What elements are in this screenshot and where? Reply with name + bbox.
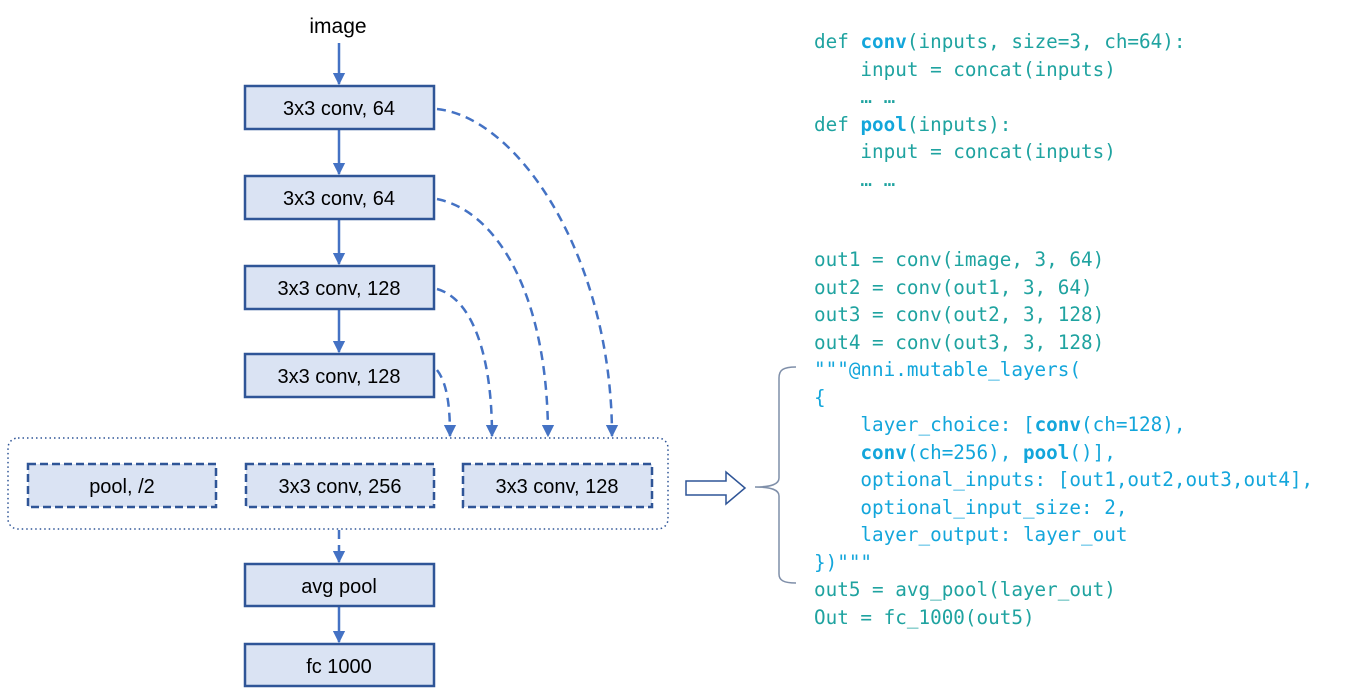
code-token: optional_input_size: 2, [814, 495, 1128, 519]
conv-block-3-label: 3x3 conv, 128 [277, 278, 400, 300]
code-model-definition: out1 = conv(image, 3, 64) out2 = conv(out… [814, 246, 1313, 631]
code-token: Out = fc_1000(out5) [814, 605, 1035, 629]
skip-arrow-conv2 [436, 197, 555, 438]
avg-pool-label: avg pool [301, 576, 377, 598]
code-token: (inputs, size=3, ch=64): [906, 30, 1186, 53]
choice-block-conv128: 3x3 conv, 128 [461, 462, 654, 509]
code-token: input = concat(inputs) [814, 57, 1116, 81]
skip-arrows [332, 107, 619, 564]
code-token: layer_output: layer_out [814, 523, 1128, 546]
code-function-defs: def conv(inputs, size=3, ch=64): input =… [814, 28, 1185, 193]
conv-block-4: 3x3 conv, 128 [243, 352, 436, 399]
code-token: … … [814, 85, 896, 108]
code-line: input = concat(inputs) [814, 138, 1185, 166]
conv-block-3: 3x3 conv, 128 [243, 264, 436, 311]
code-keyword: conv [1034, 413, 1081, 436]
layer-choice-container [7, 437, 669, 530]
choice-block-pool: pool, /2 [26, 462, 218, 509]
code-line: optional_inputs: [out1,out2,out3,out4], [814, 466, 1313, 494]
code-keyword: conv [860, 30, 907, 53]
code-token: input = concat(inputs) [814, 140, 1116, 163]
choice-block-conv256-label: 3x3 conv, 256 [278, 476, 401, 498]
code-token: out3 = conv(out2, 3, 128) [814, 303, 1105, 326]
code-token: (ch=128), [1081, 413, 1186, 436]
code-token: out1 = conv(image, 3, 64) [814, 248, 1105, 271]
code-token [814, 441, 860, 464]
code-line: def pool(inputs): [814, 111, 1185, 139]
curly-brace-icon [754, 366, 797, 584]
code-line: Out = fc_1000(out5) [814, 604, 1313, 632]
skip-arrow-conv3 [436, 287, 499, 438]
skip-arrow-conv1 [436, 107, 619, 438]
conv-block-2: 3x3 conv, 64 [243, 174, 436, 221]
conv-block-2-label: 3x3 conv, 64 [283, 188, 395, 210]
code-token: def [814, 30, 861, 53]
code-token: (inputs): [906, 112, 1012, 136]
code-line: out4 = conv(out3, 3, 128) [814, 329, 1313, 357]
code-token: out4 = conv(out3, 3, 128) [814, 330, 1105, 354]
code-line: out2 = conv(out1, 3, 64) [814, 274, 1313, 302]
code-line: out5 = avg_pool(layer_out) [814, 576, 1313, 604]
code-token: """@nni.mutable_layers( [814, 358, 1081, 381]
code-line: … … [814, 166, 1185, 194]
code-line: def conv(inputs, size=3, ch=64): [814, 28, 1185, 56]
code-token: optional_inputs: [out1,out2,out3,out4], [814, 468, 1314, 491]
code-keyword: conv [860, 440, 907, 464]
avg-pool-block: avg pool [243, 562, 436, 608]
fc-label: fc 1000 [306, 656, 372, 678]
code-line: layer_choice: [conv(ch=128), [814, 411, 1313, 439]
code-token: … … [814, 167, 896, 191]
code-line: """@nni.mutable_layers( [814, 356, 1313, 384]
choice-block-conv128-label: 3x3 conv, 128 [495, 476, 618, 498]
input-label: image [309, 15, 366, 38]
skip-arrow-conv4 [435, 369, 457, 438]
code-token: { [814, 385, 826, 409]
conv-block-1-label: 3x3 conv, 64 [283, 98, 395, 120]
choice-block-conv256: 3x3 conv, 256 [244, 462, 436, 509]
code-line: { [814, 384, 1313, 412]
code-line: })""" [814, 549, 1313, 577]
code-line: … … [814, 83, 1185, 111]
code-token: out5 = avg_pool(layer_out) [814, 578, 1116, 601]
code-line: input = concat(inputs) [814, 56, 1185, 84]
code-token: out2 = conv(out1, 3, 64) [814, 275, 1093, 299]
code-token: ()], [1069, 440, 1116, 464]
code-line: out1 = conv(image, 3, 64) [814, 246, 1313, 274]
hollow-arrow-icon [685, 470, 747, 506]
code-line: optional_input_size: 2, [814, 494, 1313, 522]
conv-block-4-label: 3x3 conv, 128 [277, 366, 400, 388]
conv-block-1: 3x3 conv, 64 [243, 84, 436, 131]
code-line: out3 = conv(out2, 3, 128) [814, 301, 1313, 329]
choice-block-pool-label: pool, /2 [89, 476, 155, 498]
code-token: })""" [814, 550, 873, 574]
code-token: (ch=256), [906, 440, 1023, 464]
code-line: conv(ch=256), pool()], [814, 439, 1313, 467]
fc-block: fc 1000 [243, 642, 436, 688]
code-keyword: pool [860, 112, 907, 136]
code-line: layer_output: layer_out [814, 521, 1313, 549]
code-keyword: pool [1022, 440, 1070, 464]
code-token: def [814, 112, 861, 136]
code-token: layer_choice: [ [814, 413, 1035, 436]
